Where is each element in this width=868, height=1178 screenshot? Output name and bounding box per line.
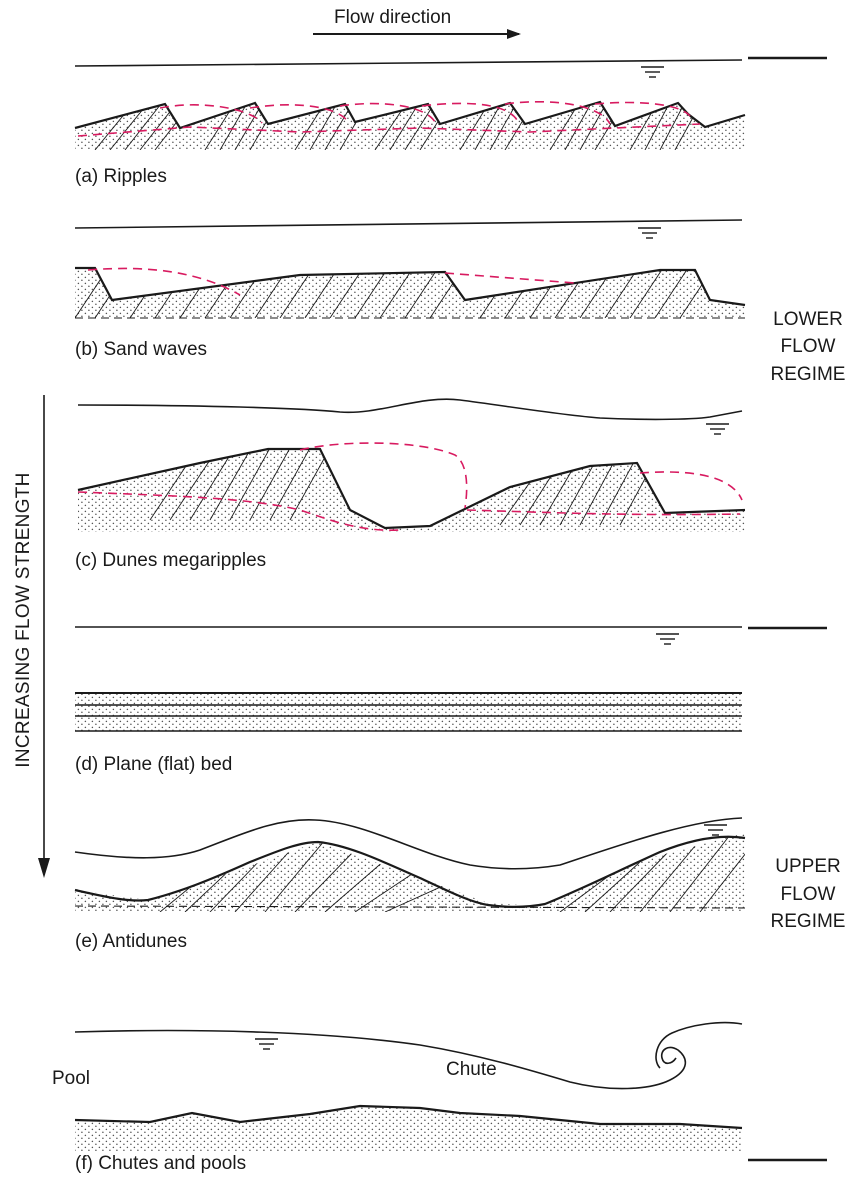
bed-profile	[77, 447, 746, 530]
water-level-symbol	[255, 1038, 278, 1050]
former-bedform-dashed	[87, 267, 241, 296]
water-surface	[74, 59, 743, 67]
bed-profile	[75, 266, 746, 307]
regime-text: LOWER	[773, 309, 843, 330]
bed-base-dashed	[74, 905, 746, 909]
panel-ripples: (a) Ripples	[74, 59, 746, 187]
water-level-symbol	[641, 66, 664, 78]
water-level-symbol	[638, 227, 661, 239]
lower-flow-regime-label: LOWER FLOW REGIME	[771, 309, 846, 385]
panel-chutes-and-pools: Pool Chute (f) Chutes and pools	[52, 1021, 743, 1174]
cross-laminae	[159, 834, 745, 912]
panel-antidunes: (e) Antidunes	[74, 817, 746, 952]
water-level-symbol	[704, 824, 727, 836]
former-bed-dashed	[77, 491, 401, 532]
sand-bed	[75, 268, 745, 318]
increasing-flow-strength-label: INCREASING FLOW STRENGTH	[13, 472, 34, 767]
former-bedform-dashed	[444, 272, 576, 284]
sand-bed	[75, 833, 745, 912]
regime-text: REGIME	[771, 364, 846, 385]
regime-text: UPPER	[775, 856, 840, 877]
water-surface-hydraulic-jump	[74, 1021, 743, 1090]
cross-laminae	[149, 449, 656, 526]
water-level-symbol	[706, 423, 729, 435]
regime-text: FLOW	[781, 884, 836, 905]
regime-text: FLOW	[781, 336, 836, 357]
pool-label: Pool	[52, 1068, 90, 1089]
panel-label: (f) Chutes and pools	[75, 1153, 246, 1173]
sand-bed	[78, 449, 745, 532]
former-ripple-crests	[159, 101, 691, 125]
former-bed-dashed	[77, 123, 701, 137]
water-level-symbol	[656, 633, 679, 645]
panel-plane-bed: (d) Plane (flat) bed	[75, 626, 742, 775]
chute-label: Chute	[446, 1059, 497, 1080]
flow-strength-arrowhead	[38, 858, 50, 878]
panel-dunes: (c) Dunes megaripples	[75, 398, 746, 571]
sand-bed	[75, 1106, 742, 1152]
water-surface	[74, 817, 743, 870]
panel-label: (d) Plane (flat) bed	[75, 754, 232, 775]
former-dune-dashed	[639, 471, 743, 501]
upper-flow-regime-label: UPPER FLOW REGIME	[771, 856, 846, 932]
regime-text: REGIME	[771, 911, 846, 932]
panel-label: (e) Antidunes	[75, 931, 187, 952]
panel-label: (c) Dunes megaripples	[75, 550, 266, 571]
bed-profile	[74, 835, 746, 908]
panel-sand-waves: (b) Sand waves	[74, 219, 746, 360]
panel-label: (a) Ripples	[75, 166, 167, 187]
water-surface	[77, 398, 743, 421]
bed-profile	[74, 100, 746, 130]
flow-direction-label: Flow direction	[334, 7, 451, 28]
former-dune-dashed	[299, 442, 741, 516]
panel-label: (b) Sand waves	[75, 339, 207, 360]
water-surface	[74, 219, 743, 229]
sand-bed	[75, 693, 742, 731]
bed-profile	[74, 1104, 743, 1130]
